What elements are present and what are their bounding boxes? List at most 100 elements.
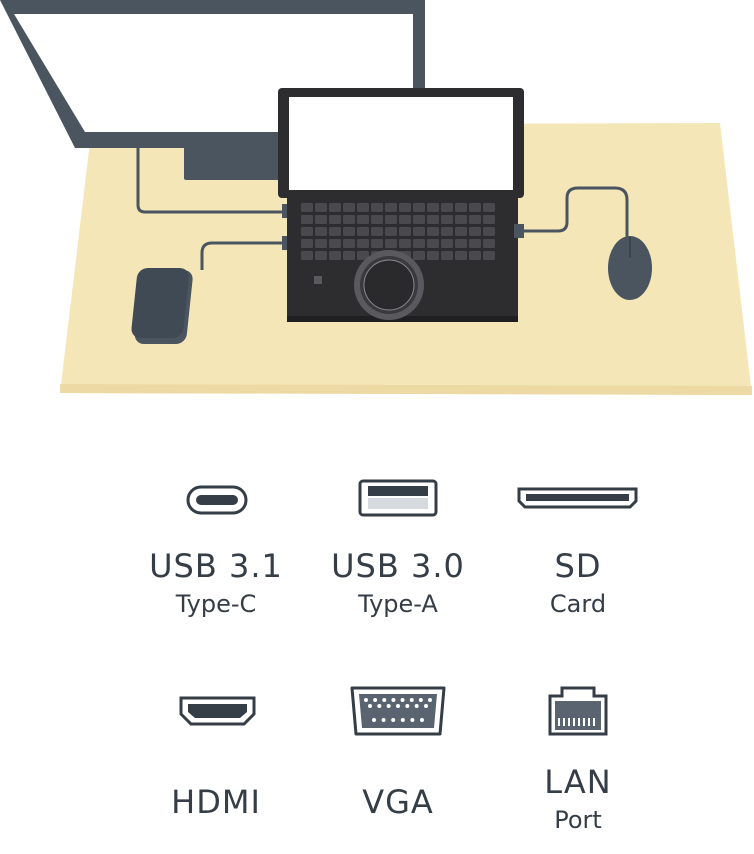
vga-pin — [424, 704, 428, 708]
keyboard-key — [427, 227, 439, 236]
keyboard-key — [329, 227, 341, 236]
keyboard-key — [343, 239, 355, 248]
keyboard-key — [301, 203, 313, 212]
keyboard-key — [357, 239, 369, 248]
vga-pin — [373, 698, 378, 702]
port-name: SD — [554, 547, 602, 585]
keyboard-key — [315, 215, 327, 224]
external-hard-drive — [131, 268, 193, 344]
vga-pin — [428, 698, 432, 702]
keyboard-key — [455, 239, 467, 248]
vga-pin — [377, 704, 382, 708]
lan-port-icon — [488, 684, 668, 740]
keyboard-key — [301, 251, 313, 260]
keyboard-key — [385, 227, 397, 236]
keyboard-key — [385, 203, 397, 212]
port-name: VGA — [362, 783, 434, 821]
keyboard-key — [427, 251, 439, 260]
port-sd-card: SD Card — [488, 440, 668, 640]
vga-pin — [396, 704, 400, 708]
keyboard-key — [399, 203, 411, 212]
keyboard-key — [483, 251, 495, 260]
keyboard-key — [469, 203, 481, 212]
port-usb-c: USB 3.1 Type-C — [126, 440, 306, 640]
keyboard-key — [441, 227, 453, 236]
keyboard-key — [301, 239, 313, 248]
keyboard-key — [413, 203, 425, 212]
vga-pin — [414, 704, 419, 708]
vga-pin — [400, 718, 405, 722]
keyboard-key — [315, 203, 327, 212]
keyboard-key — [427, 215, 439, 224]
keyboard-key — [455, 203, 467, 212]
keyboard-key — [315, 251, 327, 260]
port-subtitle: Card — [549, 590, 607, 618]
vga-pin — [409, 698, 414, 702]
port-legend: USB 3.1 Type-C USB 3.0 Type-A SD Card — [0, 440, 754, 854]
keyboard-key — [413, 239, 425, 248]
mouse — [514, 186, 652, 300]
desk-setup-illustration — [0, 0, 752, 395]
keyboard-key — [371, 227, 383, 236]
port-subtitle: Type-A — [358, 590, 438, 618]
vga-pin — [410, 718, 415, 722]
keyboard-key — [427, 239, 439, 248]
port-name: HDMI — [171, 783, 261, 821]
port-vga: VGA — [308, 680, 488, 850]
vga-pin — [400, 698, 405, 702]
keyboard-key — [399, 227, 411, 236]
keyboard-key — [371, 215, 383, 224]
keyboard-key — [343, 215, 355, 224]
keyboard-key — [329, 239, 341, 248]
keyboard-key — [371, 239, 383, 248]
port-lan: LAN Port — [488, 680, 668, 850]
vga-pin — [391, 698, 396, 702]
vga-port-icon — [308, 684, 488, 740]
keyboard-key — [483, 203, 495, 212]
vga-pin — [364, 698, 368, 702]
keyboard-key — [441, 215, 453, 224]
keyboard-key — [301, 215, 313, 224]
vga-pin — [405, 704, 410, 708]
keyboard-key — [483, 239, 495, 248]
keyboard-key — [483, 227, 495, 236]
vga-pin — [418, 698, 423, 702]
keyboard-key — [371, 203, 383, 212]
keyboard-key — [427, 203, 439, 212]
keyboard-key — [329, 251, 341, 260]
port-subtitle: Port — [554, 806, 602, 834]
keyboard-key — [441, 203, 453, 212]
vga-pin — [391, 718, 396, 722]
vga-pin — [372, 718, 376, 722]
keyboard-key — [455, 215, 467, 224]
vga-pin — [386, 704, 391, 708]
usb-c-port-icon — [126, 480, 306, 520]
port-subtitle: Type-C — [175, 590, 257, 618]
hdmi-port-icon — [126, 694, 306, 730]
keyboard-key — [301, 227, 313, 236]
keyboard-key — [385, 215, 397, 224]
keyboard-key — [469, 215, 481, 224]
keyboard-key — [441, 251, 453, 260]
keyboard-key — [357, 203, 369, 212]
keyboard-key — [483, 215, 495, 224]
keyboard-key — [469, 227, 481, 236]
vga-pin — [382, 698, 387, 702]
keyboard-key — [441, 239, 453, 248]
keyboard-key — [343, 251, 355, 260]
keyboard-key — [315, 239, 327, 248]
keyboard-key — [399, 215, 411, 224]
usb-a-port-icon — [308, 476, 488, 522]
keyboard-key — [413, 215, 425, 224]
keyboard-key — [357, 215, 369, 224]
keyboard-key — [455, 251, 467, 260]
keyboard-key — [455, 227, 467, 236]
vga-pin — [368, 704, 372, 708]
vga-pin — [420, 718, 424, 722]
keyboard-key — [413, 227, 425, 236]
keyboard-key — [329, 203, 341, 212]
vga-pin — [381, 718, 386, 722]
port-name: LAN — [544, 763, 612, 801]
keyboard-key — [357, 227, 369, 236]
sd-card-slot-icon — [488, 484, 668, 514]
